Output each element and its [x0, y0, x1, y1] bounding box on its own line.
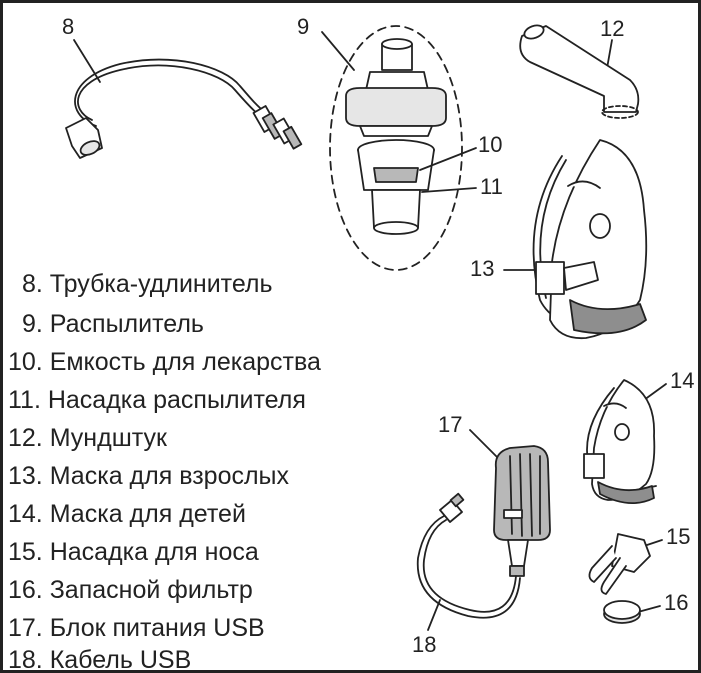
nebulizer: 9 10 11: [297, 14, 503, 271]
leader-8: [73, 39, 101, 83]
callout-13: 13: [470, 256, 494, 281]
callout-9: 9: [297, 14, 309, 39]
legend: 8. Трубка-удлинитель 9. Распылитель 10. …: [8, 270, 321, 673]
callout-18: 18: [412, 632, 436, 657]
legend-item-16: 16. Запасной фильтр: [8, 576, 253, 604]
callout-17: 17: [438, 412, 462, 437]
usb-cable: 18: [412, 492, 521, 657]
legend-item-14: 14. Маска для детей: [8, 500, 246, 528]
callout-8: 8: [62, 14, 74, 39]
leader-9: [321, 31, 355, 71]
nose-attachment: 15: [588, 524, 690, 595]
callout-10: 10: [478, 132, 502, 157]
leader-10: [419, 147, 477, 171]
legend-item-10: 10. Емкость для лекарства: [8, 348, 321, 376]
legend-item-11: 11. Насадка распылителя: [8, 386, 306, 414]
leader-16: [637, 605, 661, 613]
mouthpiece: 12: [519, 16, 640, 119]
leader-14: [643, 383, 667, 401]
legend-item-15: 15. Насадка для носа: [8, 538, 259, 566]
callout-14: 14: [670, 368, 694, 393]
leader-11: [421, 187, 477, 193]
callout-12: 12: [600, 16, 624, 41]
leader-18: [427, 599, 441, 631]
legend-item-9: 9. Распылитель: [22, 310, 204, 338]
child-mask: 14: [583, 368, 694, 504]
legend-item-18: 18. Кабель USB: [8, 646, 191, 673]
spare-filter: 16: [603, 590, 688, 624]
adult-mask: 13: [470, 139, 648, 340]
legend-item-12: 12. Мундштук: [8, 424, 168, 452]
legend-item-13: 13. Маска для взрослых: [8, 462, 290, 490]
callout-11: 11: [480, 174, 503, 199]
legend-item-8: 8. Трубка-удлинитель: [22, 270, 273, 298]
usb-power-unit: 17: [438, 412, 551, 577]
callout-15: 15: [666, 524, 690, 549]
callout-16: 16: [664, 590, 688, 615]
extension-tube: 8: [62, 14, 303, 159]
leader-15: [643, 539, 663, 547]
legend-item-17: 17. Блок питания USB: [8, 614, 265, 642]
